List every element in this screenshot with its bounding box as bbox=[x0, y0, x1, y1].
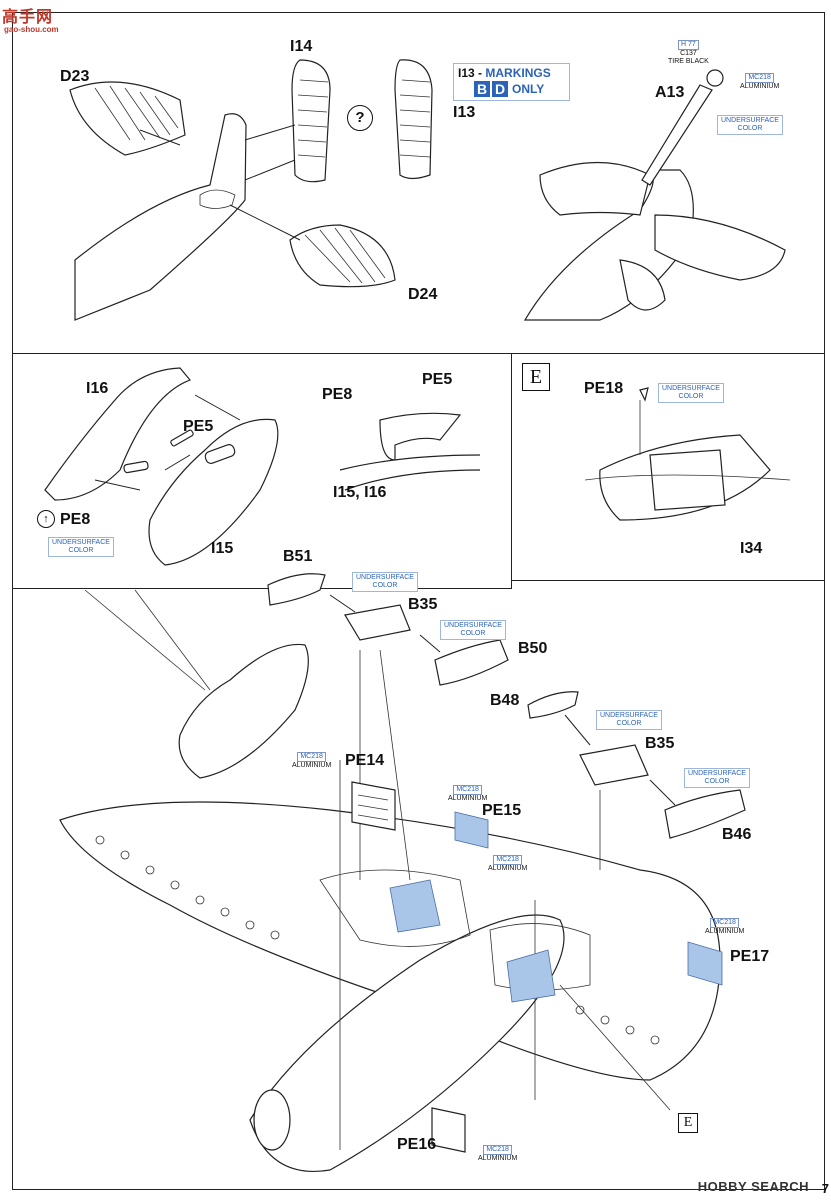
step-3-frame bbox=[511, 353, 825, 581]
elevator-i13 bbox=[394, 59, 433, 180]
step-e-ref-box: E bbox=[678, 1113, 698, 1133]
marking-box-d: D bbox=[492, 81, 508, 97]
paint-aluminium-a13: MC218 ALUMINIUM bbox=[740, 73, 780, 90]
elevator-i14 bbox=[291, 59, 331, 183]
label-i15-i16: I15, I16 bbox=[333, 484, 387, 501]
markings-note: I13 - MARKINGS B D ONLY bbox=[453, 63, 570, 101]
label-b51: B51 bbox=[283, 548, 313, 565]
note-undersurface-b48: UNDERSURFACE COLOR bbox=[596, 710, 662, 730]
label-d24: D24 bbox=[408, 286, 438, 303]
panel-b46 bbox=[664, 789, 746, 839]
assembled-tail bbox=[523, 69, 786, 321]
label-a13: A13 bbox=[655, 84, 685, 101]
fuselage-tail bbox=[74, 113, 247, 321]
label-b48: B48 bbox=[490, 692, 520, 709]
pe15-part bbox=[454, 811, 489, 849]
question-mark: ? bbox=[347, 105, 373, 131]
label-b50: B50 bbox=[518, 640, 548, 657]
engine-cowl-assembled bbox=[178, 643, 309, 779]
paint-aluminium-pe17: MC218 ALUMINIUM bbox=[705, 918, 745, 935]
step-e-box: E bbox=[522, 363, 550, 391]
watermark: HOBBY SEARCH bbox=[697, 1179, 809, 1194]
label-pe5: PE5 bbox=[183, 418, 214, 435]
wing-holes bbox=[95, 835, 660, 1045]
paint-aluminium-pe14: MC218 ALUMINIUM bbox=[292, 752, 332, 769]
label-i15: I15 bbox=[211, 540, 234, 557]
pe5-part bbox=[170, 429, 194, 447]
label-d23: D23 bbox=[60, 68, 90, 85]
label-b46: B46 bbox=[722, 826, 752, 843]
note-undersurface-b46: UNDERSURFACE COLOR bbox=[684, 768, 750, 788]
note-undersurface-b51: UNDERSURFACE COLOR bbox=[352, 572, 418, 592]
pe14-part bbox=[351, 781, 396, 831]
marking-box-b: B bbox=[474, 81, 490, 97]
paint-aluminium-pe15: MC218 ALUMINIUM bbox=[448, 785, 488, 802]
pe16-part bbox=[431, 1107, 466, 1153]
cowl-i15 bbox=[148, 418, 279, 566]
panel-b35a bbox=[344, 604, 411, 641]
label-i14: I14 bbox=[290, 38, 313, 55]
note-undersurface-pe8: UNDERSURFACE COLOR bbox=[48, 537, 114, 557]
panel-b51 bbox=[267, 573, 326, 606]
note-undersurface-pe18: UNDERSURFACE COLOR bbox=[658, 383, 724, 403]
panel-b48 bbox=[527, 691, 579, 719]
note-undersurface-b35: UNDERSURFACE COLOR bbox=[440, 620, 506, 640]
label-pe18: PE18 bbox=[584, 380, 624, 397]
label-i13: I13 bbox=[453, 104, 476, 121]
pe17-part bbox=[687, 941, 723, 986]
paint-tire-black: H 77 C137 TIRE BLACK bbox=[668, 40, 709, 65]
pe15-installed bbox=[506, 949, 556, 1003]
note-undersurface-a13: UNDERSURFACE COLOR bbox=[717, 115, 783, 135]
label-i16: I16 bbox=[86, 380, 109, 397]
paint-aluminium-pe16: MC218 ALUMINIUM bbox=[478, 1145, 518, 1162]
pe8-part bbox=[123, 460, 149, 474]
page-number: 7 bbox=[821, 1181, 829, 1196]
paint-aluminium-fuselage: MC218 ALUMINIUM bbox=[488, 855, 528, 872]
step-4-frame bbox=[12, 580, 825, 1190]
panel-b50 bbox=[434, 639, 509, 686]
tailplane-left-d23 bbox=[69, 81, 186, 156]
label-b35-lower: B35 bbox=[645, 735, 675, 752]
orientation-arrow-icon: ↑ bbox=[37, 510, 55, 528]
label-pe17: PE17 bbox=[730, 948, 770, 965]
detail-i15-i16 bbox=[339, 412, 481, 491]
airframe-wing-fuselage bbox=[59, 649, 721, 1172]
label-pe16: PE16 bbox=[397, 1136, 437, 1153]
label-b35-upper: B35 bbox=[408, 596, 438, 613]
cockpit-detail bbox=[584, 387, 791, 521]
label-pe15: PE15 bbox=[482, 802, 522, 819]
site-logo: 高手网 gao-shou.com bbox=[2, 9, 59, 34]
label-pe14: PE14 bbox=[345, 752, 385, 769]
label-pe5-detail: PE5 bbox=[422, 371, 453, 388]
label-i34: I34 bbox=[740, 540, 763, 557]
tailplane-right-d24 bbox=[289, 224, 396, 288]
cowl-i16 bbox=[44, 367, 192, 501]
panel-b35b bbox=[579, 744, 649, 786]
pe14-installed bbox=[389, 879, 441, 933]
label-pe8: PE8 bbox=[60, 511, 91, 528]
label-pe8-detail: PE8 bbox=[322, 386, 353, 403]
